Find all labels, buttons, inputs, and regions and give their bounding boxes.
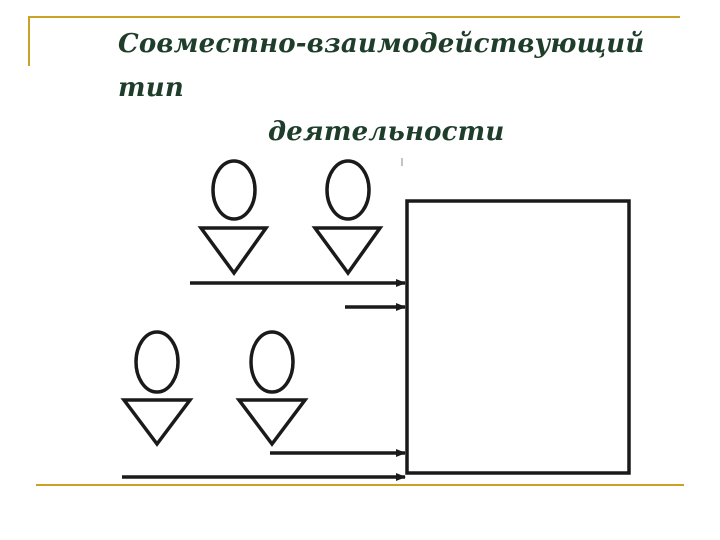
left-frame-line [28,16,30,66]
bottom-frame-line [36,484,684,486]
title-line-2: деятельности [268,117,505,147]
person-figure-4 [235,330,309,447]
top-frame-line [28,16,680,18]
target-box [405,199,631,475]
person-2-head [325,159,371,221]
person-figure-3 [120,330,194,447]
person-4-body [235,398,309,447]
person-4-head [249,330,295,394]
person-3-body [120,398,194,447]
person-2-body [311,226,384,276]
person-3-head [134,330,180,394]
person-figure-2 [311,159,384,276]
slide-title: Совместно-взаимодействующий тип деятельн… [96,22,706,154]
title-line-1: Совместно-взаимодействующий тип [118,29,645,103]
person-figure-1 [197,159,270,276]
person-1-head [211,159,257,221]
person-1-body [197,226,270,276]
